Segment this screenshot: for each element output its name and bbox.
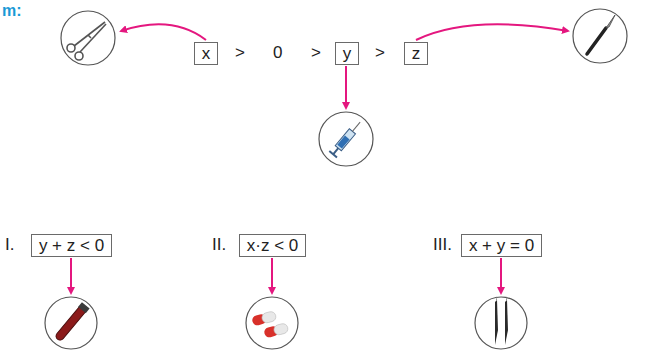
box-text: x·z < 0 [247, 236, 299, 255]
zero-value: 0 [273, 42, 282, 64]
pointer-arrow [271, 258, 273, 293]
item-number: III. [433, 234, 452, 256]
item-number: I. [5, 234, 14, 256]
comparison-sign: > [375, 42, 385, 64]
pointer-arrow [416, 24, 568, 40]
statement-box: x + y = 0 [461, 234, 542, 257]
icon-circle [475, 297, 527, 349]
variable-box: z [404, 42, 428, 65]
box-text: y [343, 44, 352, 63]
variable-box: x [194, 42, 218, 65]
pointer-arrow [121, 24, 206, 40]
icon-circle [246, 297, 298, 349]
box-text: y + z < 0 [39, 236, 104, 255]
comparison-sign: > [235, 42, 245, 64]
pointer-arrow [500, 258, 502, 293]
pills-icon [251, 311, 289, 339]
scalpels-icon [495, 296, 508, 345]
icon-circle [45, 297, 97, 349]
box-text: z [412, 44, 421, 63]
icon-circle [61, 11, 115, 65]
statement-box: y + z < 0 [31, 234, 112, 257]
box-text: x + y = 0 [469, 236, 534, 255]
icon-circle [573, 9, 627, 63]
scalpel-icon [587, 15, 615, 54]
syringe-icon [329, 119, 364, 158]
test-tube-icon [54, 302, 90, 342]
box-text: x [202, 44, 211, 63]
pointer-arrow [70, 258, 72, 293]
icon-circle [319, 112, 373, 166]
item-number: II. [212, 234, 226, 256]
variable-box: y [335, 42, 359, 65]
statement-box: x·z < 0 [239, 234, 306, 257]
comparison-sign: > [311, 42, 321, 64]
pointer-arrow [345, 66, 347, 108]
forceps-icon [67, 22, 106, 60]
heading-fragment: m: [2, 0, 22, 22]
